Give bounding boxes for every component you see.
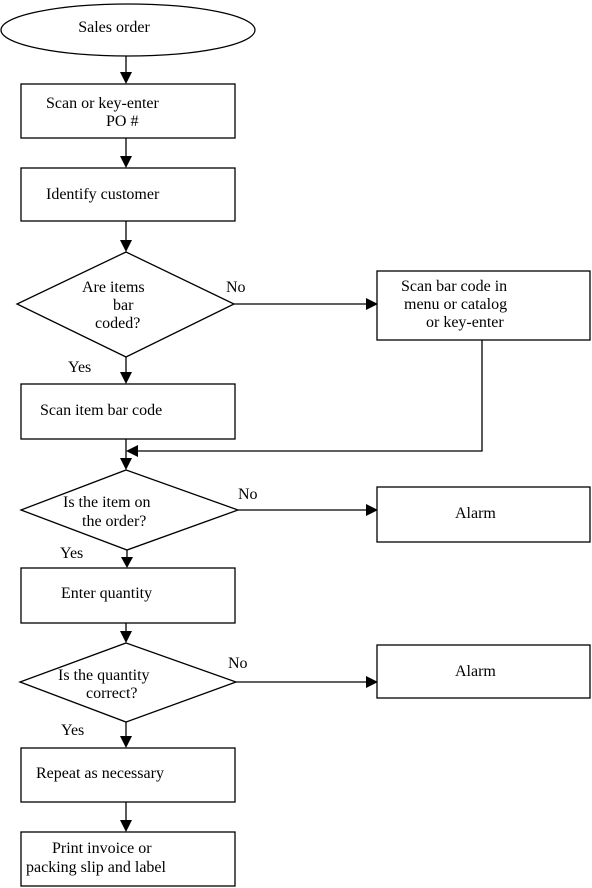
scan-menu-label-line: or key-enter [426,314,504,331]
decision-on-order-label: Is the item on the order? [63,494,155,530]
arrowhead [366,298,378,310]
arrowhead [120,72,132,84]
decision-quantity-label-line: correct? [86,685,138,702]
start-label: Sales order [78,19,150,36]
arrowhead [120,240,132,252]
arrowhead [120,820,132,832]
edge-label-quantity-yes: Yes [61,722,84,739]
alarm-1-label: Alarm [455,505,496,522]
decision-quantity-label: Is the quantity correct? [58,667,154,702]
alarm-2-box [376,644,591,699]
decision-bar-coded-label-line: coded? [95,315,140,332]
decision-quantity-diamond [18,642,238,723]
alarm-1-box [376,486,591,543]
arrowhead [120,156,132,168]
decision-bar-coded-diamond [15,251,236,358]
scan-item-box [20,383,236,440]
print-box [20,831,236,887]
repeat-label: Repeat as necessary [36,765,164,782]
decision-bar-coded-label-line: Are items [82,279,145,296]
start-label-line: Sales order [78,19,150,36]
arrowhead [366,676,378,688]
scan-menu-label-line: menu or catalog [404,296,507,313]
decision-bar-coded-label-line: bar [113,297,134,314]
identify-customer-box [20,167,236,222]
scan-item-label: Scan item bar code [40,402,162,419]
scan-po-box [20,83,236,139]
scan-po-label-line: Scan or key-enter [46,95,160,112]
edge-label-bar-coded-no: No [226,279,246,296]
scan-menu-label-line: Scan bar code in [401,278,507,295]
decision-on-order-label-line: Is the item on [63,494,151,511]
alarm-2-label: Alarm [455,663,496,680]
scan-menu-box [376,270,591,341]
scan-po-label-line: PO # [106,113,138,130]
start-ellipse [0,3,256,57]
alarm-2-label-line: Alarm [455,663,496,680]
arrowhead [120,631,132,643]
edge-label-on-order-yes: Yes [60,545,83,562]
enter-quantity-box [20,567,236,624]
arrowhead [366,504,378,516]
print-label-line: packing slip and label [26,859,167,876]
connectors [120,56,483,832]
identify-customer-label-line: Identify customer [46,186,160,203]
arrowhead [120,458,132,470]
edge-label-bar-coded-yes: Yes [68,359,91,376]
print-label: Print invoice or packing slip and label [26,840,167,876]
decision-on-order-diamond [19,469,240,551]
arrowhead [120,736,132,748]
scan-po-label: Scan or key-enter PO # [46,95,163,130]
print-label-line: Print invoice or [52,840,152,857]
arrowhead [126,445,138,457]
alarm-1-label-line: Alarm [455,505,496,522]
scan-item-label-line: Scan item bar code [40,402,162,419]
enter-quantity-label: Enter quantity [61,585,152,602]
repeat-label-line: Repeat as necessary [36,765,164,782]
decision-quantity-label-line: Is the quantity [58,667,150,684]
arrowhead [121,557,133,568]
enter-quantity-label-line: Enter quantity [61,585,152,602]
decision-bar-coded-label: Are items bar coded? [82,279,149,332]
arrowhead [120,372,132,384]
scan-menu-label: Scan bar code in menu or catalog or key-… [401,278,511,331]
identify-customer-label: Identify customer [46,186,160,203]
repeat-box [20,747,236,803]
edge-label-on-order-no: No [238,486,258,503]
decision-on-order-label-line: the order? [82,513,146,530]
edge-label-quantity-no: No [228,655,248,672]
connector-menu-return [138,340,483,452]
